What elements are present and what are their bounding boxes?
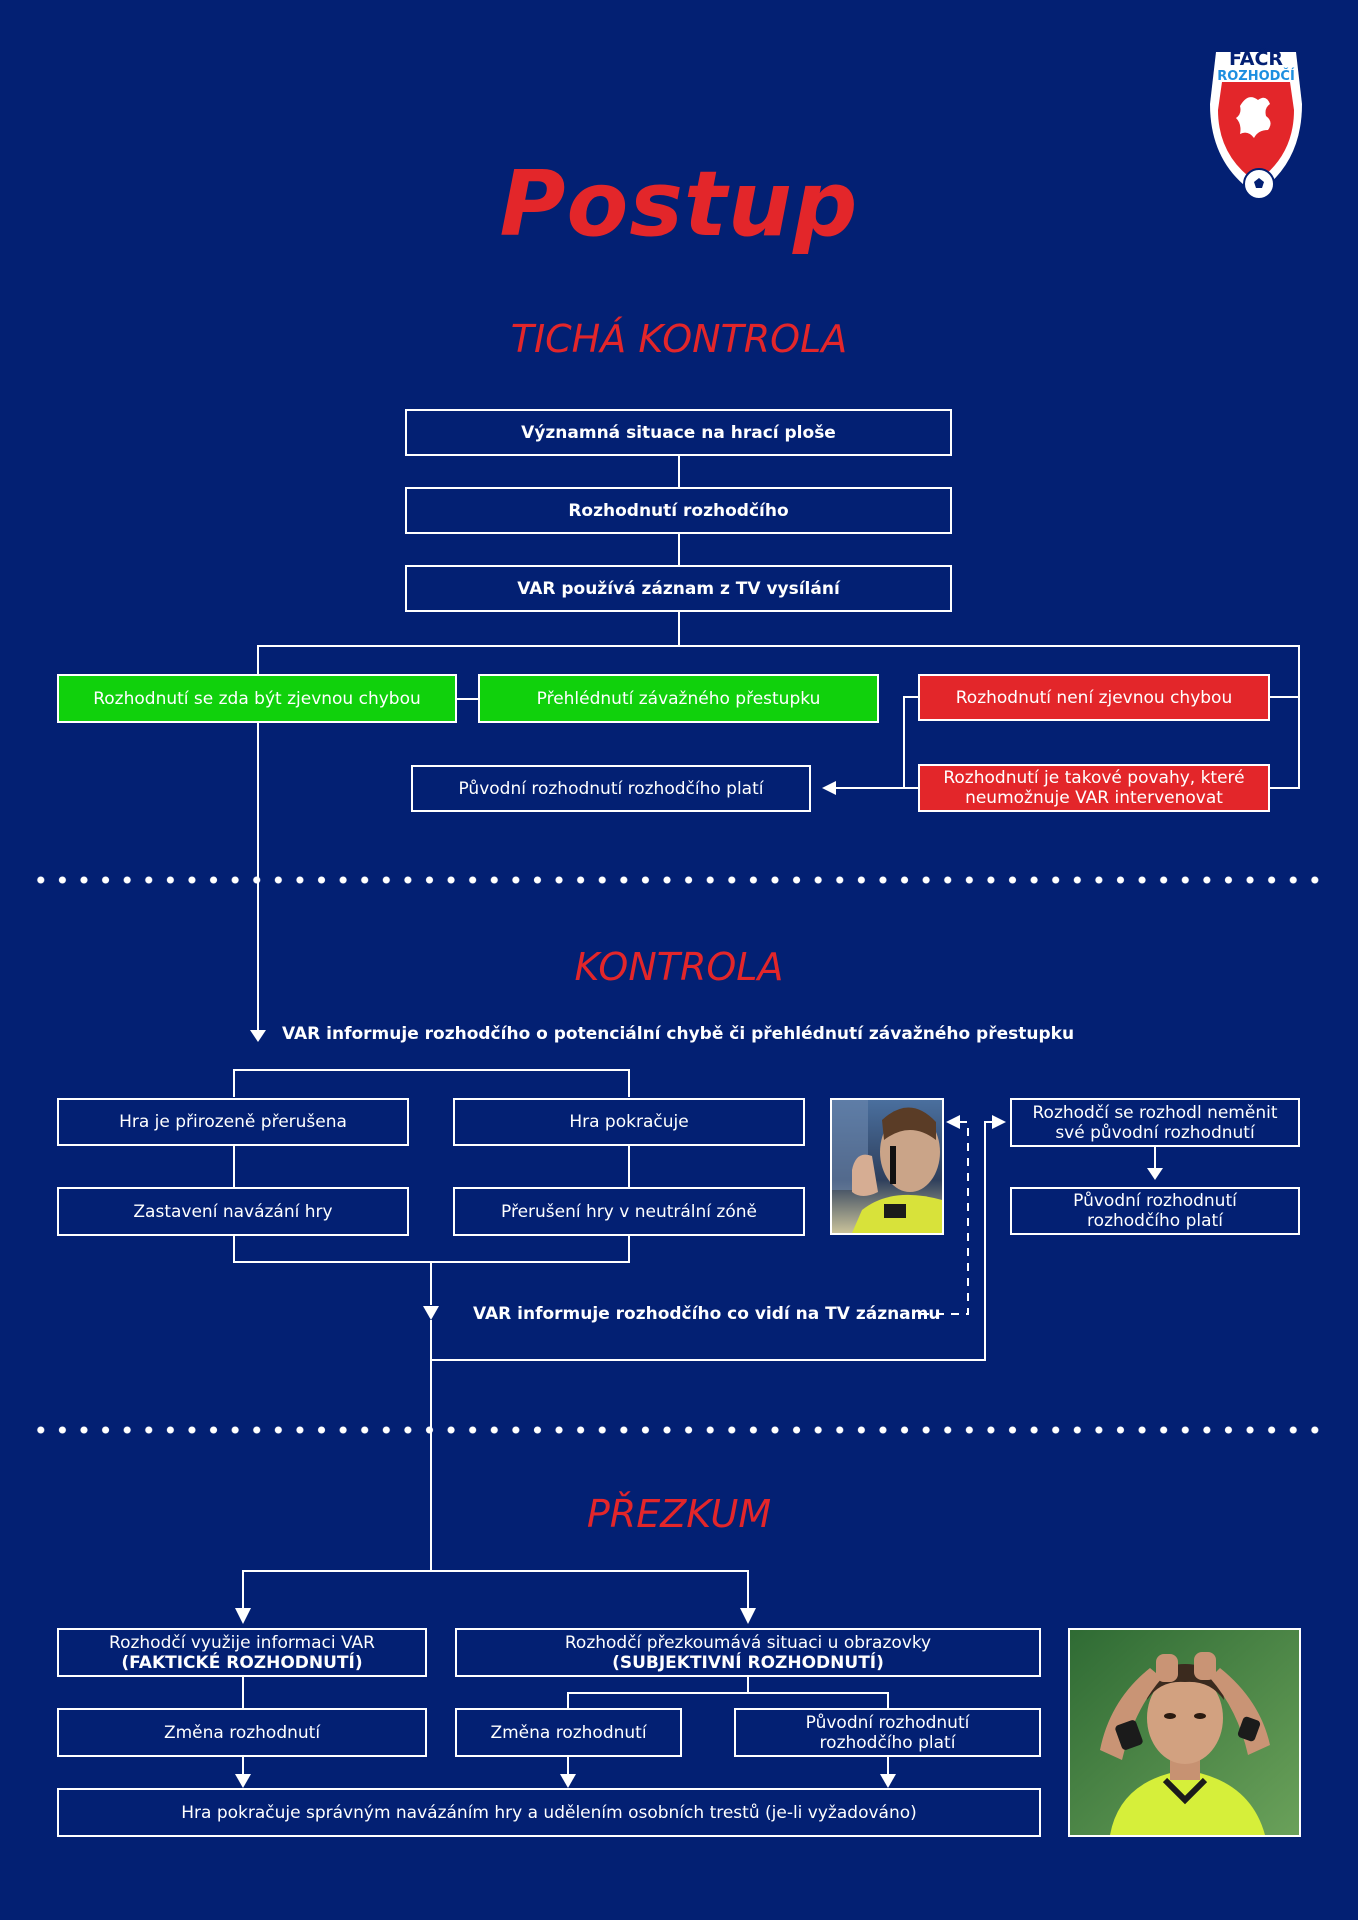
connector-kontrola-split (233, 1069, 630, 1097)
box-text: Původní rozhodnutí rozhodčího platí (805, 1712, 970, 1753)
box-puvodni-rozhodnuti-plati: Původní rozhodnutí rozhodčího platí (411, 765, 811, 812)
box-text: Hra pokračuje (569, 1112, 689, 1132)
box-text: Rozhodnutí je takové povahy, které neumo… (943, 768, 1245, 808)
connector-to-rn (431, 1121, 992, 1361)
box-hra-prerusena: Hra je přirozeně přerušena (57, 1098, 409, 1146)
connector-a2-bus (567, 1692, 889, 1708)
box-fakticke-rozhodnuti: Rozhodčí využije informaci VAR (FAKTICKÉ… (57, 1628, 427, 1677)
section-title-kontrola: KONTROLA (574, 945, 784, 989)
dotted-separator (30, 1425, 1330, 1435)
label-var-informuje-tv: VAR informuje rozhodčího co vidí na TV z… (473, 1304, 941, 1324)
arrow-c1-final (235, 1774, 251, 1788)
photo-referee-headset (830, 1098, 944, 1235)
section-title-ticha-kontrola: TICHÁ KONTROLA (510, 317, 848, 361)
connector-z-merge (233, 1236, 630, 1263)
arrow-kontrola (250, 1030, 266, 1042)
box-neumoznuje-intervenovat: Rozhodnutí je takové povahy, které neumo… (918, 764, 1270, 812)
facr-logo: FAČR ROZHODČÍ (1206, 44, 1306, 204)
label-var-informuje-chyba: VAR informuje rozhodčího o potenciální c… (282, 1024, 1075, 1044)
box-zjevna-chyba: Rozhodnutí se zda být zjevnou chybou (57, 674, 457, 723)
box-zmena-rozhodnuti-1: Změna rozhodnutí (57, 1708, 427, 1757)
box-text: Zastavení navázání hry (133, 1201, 333, 1222)
box-text: Původní rozhodnutí rozhodčího platí (1073, 1191, 1237, 1231)
box-rozhodnuti-rozhodciho: Rozhodnutí rozhodčího (405, 487, 952, 534)
box-zmena-rozhodnuti-2: Změna rozhodnutí (455, 1708, 682, 1757)
box-text: Změna rozhodnutí (490, 1722, 647, 1743)
box-text-bold: (FAKTICKÉ ROZHODNUTÍ) (121, 1652, 363, 1673)
box-zastaveni-navazani: Zastavení navázání hry (57, 1187, 409, 1236)
box-text: Změna rozhodnutí (163, 1722, 321, 1743)
box-preruseni-neutralni-zona: Přerušení hry v neutrální zóně (453, 1187, 805, 1236)
box-vyznamna-situace: Významná situace na hrací ploše (405, 409, 952, 456)
box-text: Významná situace na hrací ploše (521, 422, 836, 443)
section-title-prezkum: PŘEZKUM (586, 1492, 772, 1536)
arrow-dashed (946, 1115, 960, 1129)
box-var-zaznam: VAR používá záznam z TV vysílání (405, 565, 952, 612)
box-text: Hra pokračuje správným navázáním hry a u… (181, 1802, 917, 1823)
box-hra-pokracuje-final: Hra pokračuje správným navázáním hry a u… (57, 1788, 1041, 1837)
box-text: Původní rozhodnutí rozhodčího platí (458, 778, 764, 799)
logo-text-facr: FAČR (1228, 48, 1284, 70)
box-text: Přehlédnutí závažného přestupku (536, 688, 821, 709)
box-nemenit-rozhodnuti: Rozhodčí se rozhodl neměnit své původní … (1010, 1098, 1300, 1147)
box-text: Rozhodnutí rozhodčího (568, 500, 789, 521)
arrow-label2 (423, 1306, 439, 1320)
arrow-a2 (740, 1608, 756, 1624)
photo-referee-review-signal (1068, 1628, 1301, 1837)
box-text: Přerušení hry v neutrální zóně (501, 1201, 757, 1222)
connector-split-bus (257, 645, 1300, 789)
box-text: VAR používá záznam z TV vysílání (517, 578, 840, 599)
box-text-bold: (SUBJEKTIVNÍ ROZHODNUTÍ) (612, 1652, 884, 1673)
arrow-to-orig (822, 781, 836, 795)
connector-red-bracket (903, 696, 918, 789)
connector-dashed (921, 1121, 969, 1315)
box-prehlednuti-prestupku: Přehlédnutí závažného přestupku (478, 674, 879, 723)
box-subjektivni-rozhodnuti: Rozhodčí přezkoumává situaci u obrazovky… (455, 1628, 1041, 1677)
box-puvodni-rozhodnuti-plati-2: Původní rozhodnutí rozhodčího platí (1010, 1187, 1300, 1235)
box-text: Hra je přirozeně přerušena (119, 1112, 347, 1132)
dotted-separator (30, 875, 1330, 885)
box-text: Rozhodčí využije informaci VAR (109, 1632, 375, 1653)
logo-text-rozhodci: ROZHODČÍ (1217, 69, 1295, 84)
box-puvodni-rozhodnuti-plati-3: Původní rozhodnutí rozhodčího platí (734, 1708, 1041, 1757)
connector-prezkum-split (242, 1570, 749, 1608)
arrow-c2-final (560, 1774, 576, 1788)
box-hra-pokracuje: Hra pokračuje (453, 1098, 805, 1146)
arrow-a1 (235, 1608, 251, 1624)
page-title: Postup (499, 152, 859, 257)
box-neni-zjevnou-chybou: Rozhodnutí není zjevnou chybou (918, 674, 1270, 721)
arrow-rn-orig (1147, 1168, 1163, 1180)
box-text: Rozhodnutí není zjevnou chybou (955, 687, 1233, 708)
box-text: Rozhodčí přezkoumává situaci u obrazovky (564, 1632, 932, 1653)
arrow-c3-final (880, 1774, 896, 1788)
box-text: Rozhodnutí se zda být zjevnou chybou (93, 688, 421, 709)
box-text: Rozhodčí se rozhodl neměnit své původní … (1032, 1102, 1278, 1143)
arrow-to-rn (992, 1115, 1006, 1129)
